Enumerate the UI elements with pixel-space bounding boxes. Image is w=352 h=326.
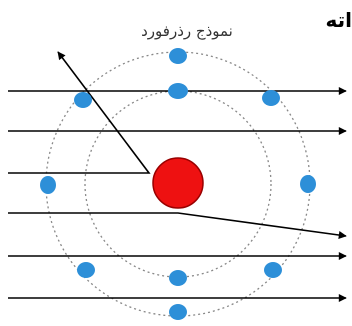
electron [169, 270, 187, 286]
electron [169, 304, 187, 320]
electron [264, 262, 282, 278]
electron [74, 92, 92, 108]
nucleus [152, 157, 204, 209]
electron [168, 83, 188, 99]
electron-group [40, 48, 316, 320]
slightly-deflected-ray [8, 212, 347, 239]
electron [77, 262, 95, 278]
electron [262, 90, 280, 106]
cut-off-title: اته [325, 8, 352, 32]
backscattered-ray [8, 51, 151, 174]
electron [40, 176, 56, 194]
model-caption: نموذج رذرفورد [141, 22, 233, 40]
deflected-rays [8, 51, 347, 239]
electron [169, 48, 187, 64]
electron [300, 175, 316, 193]
